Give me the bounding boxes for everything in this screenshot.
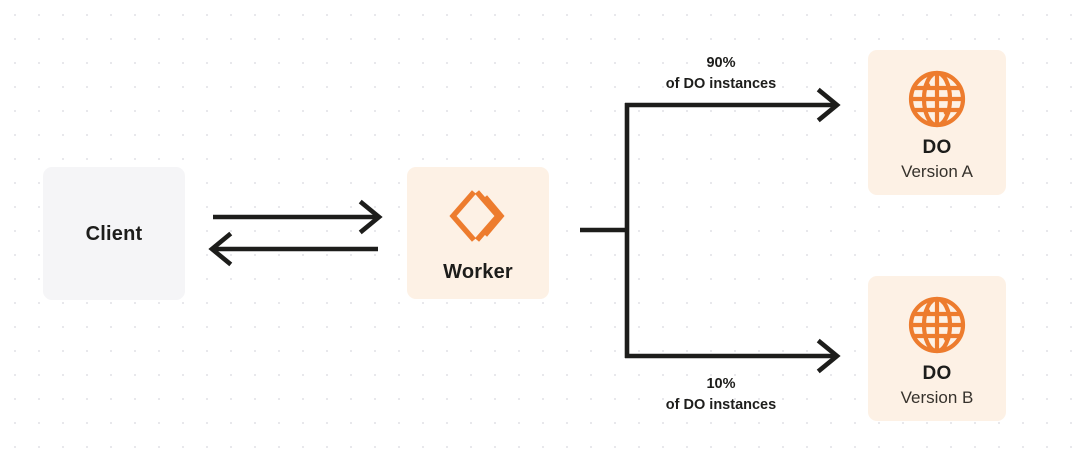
- node-do-b-subtitle: Version B: [900, 388, 974, 408]
- node-do-a-subtitle: Version A: [901, 162, 973, 182]
- arrow-worker-to-do-a: [625, 87, 841, 123]
- node-do-version-b[interactable]: DO Version B: [868, 276, 1006, 421]
- cloudflare-workers-icon: [447, 185, 509, 247]
- node-worker-title: Worker: [443, 261, 513, 283]
- node-client[interactable]: Client: [43, 167, 185, 300]
- arrow-client-to-worker: [213, 199, 383, 235]
- branch-trunk: [580, 103, 630, 358]
- globe-icon: [905, 67, 969, 131]
- edge-label-do-b-description: of DO instances: [665, 396, 777, 413]
- edge-label-do-a-percent: 90%: [706, 55, 736, 71]
- node-do-a-title: DO: [922, 137, 952, 159]
- edge-label-do-a-description: of DO instances: [665, 75, 777, 92]
- arrow-worker-to-client: [208, 231, 378, 267]
- arrow-worker-to-do-b: [625, 338, 841, 374]
- node-client-title: Client: [85, 222, 143, 245]
- edge-label-do-b-percent: 10%: [706, 376, 736, 392]
- node-worker[interactable]: Worker: [407, 167, 549, 299]
- edge-label-do-a: 90% of DO instances: [627, 53, 815, 94]
- node-do-version-a[interactable]: DO Version A: [868, 50, 1006, 195]
- globe-icon: [905, 293, 969, 357]
- edge-label-do-b: 10% of DO instances: [627, 374, 815, 415]
- node-do-b-title: DO: [922, 363, 952, 385]
